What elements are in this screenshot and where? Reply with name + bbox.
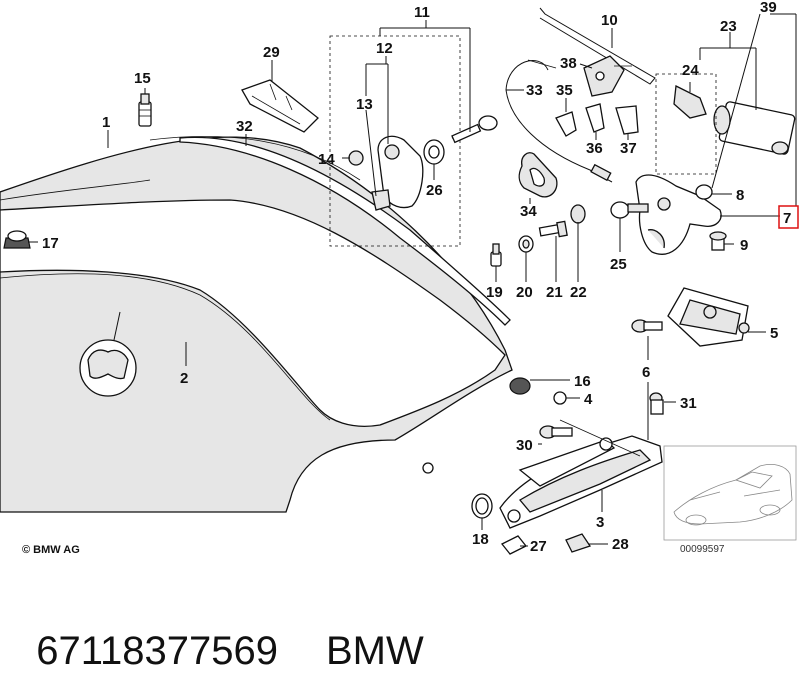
label-1: 1	[102, 114, 110, 131]
label-29: 29	[263, 44, 280, 61]
label-38: 38	[560, 55, 577, 72]
trunk-lid	[0, 136, 513, 513]
label-15: 15	[134, 70, 151, 87]
label-14: 14	[318, 151, 335, 168]
image-number: 00099597	[680, 544, 725, 555]
footer-caption: 67118377569 BMW	[14, 584, 424, 673]
label-7: 7	[783, 210, 791, 227]
leader-lines	[28, 13, 797, 547]
label-10: 10	[601, 12, 618, 29]
label-24: 24	[682, 62, 699, 79]
rubber-stop-17	[3, 230, 31, 249]
label-21: 21	[546, 284, 563, 301]
label-36: 36	[586, 140, 603, 157]
label-26: 26	[426, 182, 443, 199]
label-9: 9	[740, 237, 748, 254]
label-16: 16	[574, 373, 591, 390]
label-3: 3	[596, 514, 604, 531]
label-2: 2	[180, 370, 188, 387]
label-31: 31	[680, 395, 697, 412]
part-number: 67118377569	[36, 629, 278, 673]
label-25: 25	[610, 256, 627, 273]
hinge-and-strut	[422, 377, 663, 555]
label-28: 28	[612, 536, 629, 553]
label-39: 39	[760, 0, 777, 16]
label-33: 33	[526, 82, 543, 99]
bolts-6-31	[631, 319, 664, 415]
part-labels: 1 2 3 4 5 6 7 8 9 10 11 12 13 14 15 16 1…	[42, 0, 799, 555]
highlight-box-7	[778, 205, 799, 229]
parts-diagram: 1 2 3 4 5 6 7 8 9 10 11 12 13 14 15 16 1…	[0, 0, 799, 556]
label-19: 19	[486, 284, 503, 301]
label-17: 17	[42, 235, 59, 252]
car-thumbnail	[663, 445, 797, 541]
brand-name: BMW	[325, 629, 424, 673]
label-34: 34	[520, 203, 537, 220]
label-35: 35	[556, 82, 573, 99]
label-20: 20	[516, 284, 533, 301]
label-4: 4	[584, 391, 593, 408]
label-12: 12	[376, 40, 393, 57]
label-8: 8	[736, 187, 744, 204]
label-6: 6	[642, 364, 650, 381]
clips	[555, 55, 639, 137]
label-18: 18	[472, 531, 489, 548]
lock-striker-5	[667, 287, 750, 347]
fasteners-19-22	[490, 204, 586, 267]
label-13: 13	[356, 96, 373, 113]
label-5: 5	[770, 325, 778, 342]
label-27: 27	[530, 538, 547, 555]
trunk-light-29	[241, 79, 319, 133]
copyright-text: © BMW AG	[22, 544, 80, 556]
label-11: 11	[414, 4, 430, 21]
label-32: 32	[236, 118, 253, 135]
label-37: 37	[620, 140, 637, 157]
trunk-latch-mechanism	[610, 73, 796, 255]
label-22: 22	[570, 284, 587, 301]
grip-handle-34	[518, 152, 558, 198]
label-30: 30	[516, 437, 533, 454]
stud-15	[138, 93, 152, 127]
label-23: 23	[720, 18, 737, 35]
